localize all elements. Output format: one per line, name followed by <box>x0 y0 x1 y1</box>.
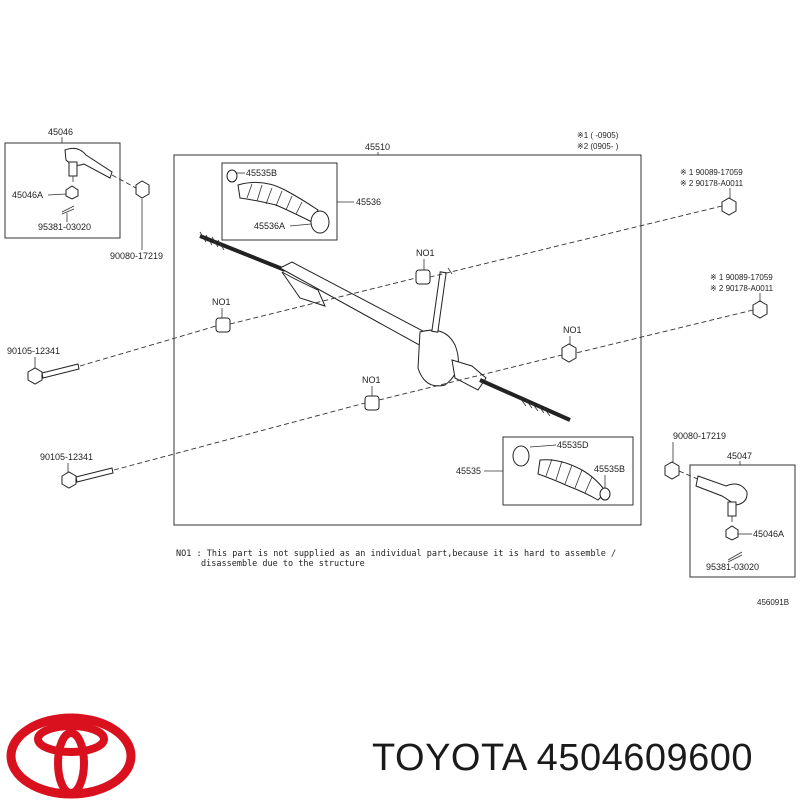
steering-rack <box>199 231 571 422</box>
cotter-pin-left <box>61 205 75 215</box>
grommet-right <box>664 461 680 480</box>
nut-right <box>725 525 739 541</box>
washer-nut-a <box>721 197 737 216</box>
footnote-line-2: disassemble due to the structure <box>201 559 365 569</box>
box-45047 <box>689 464 796 578</box>
clamp-top-2 <box>310 210 330 234</box>
label-no1-2: NO1 <box>212 297 231 307</box>
label-90080-right: 90080-17219 <box>673 431 726 441</box>
label-45536: 45536 <box>356 197 381 207</box>
label-45046A-left: 45046A <box>12 190 43 200</box>
label-45535: 45535 <box>456 466 481 476</box>
label-45535B-bottom: 45535B <box>594 464 625 474</box>
parts-diagram: 45510 ※1 ( -0905) ※2 (0905- ) 45046 4504… <box>4 127 796 607</box>
footnote-line-1: NO1 : This part is not supplied as an in… <box>176 549 616 559</box>
label-45046A-right: 45046A <box>753 529 784 539</box>
ref-a1: ※ 1 90089-17059 <box>680 168 743 177</box>
bolt-top <box>27 363 80 385</box>
washer-nut-b <box>752 300 768 319</box>
label-bolt-bottom: 90105-12341 <box>40 452 93 462</box>
no1-part-3 <box>561 343 577 363</box>
label-95381-right: 95381-03020 <box>706 562 759 572</box>
grommet-left <box>135 180 150 199</box>
label-45535D: 45535D <box>557 440 589 450</box>
toyota-logo-icon <box>6 713 136 799</box>
label-no1-4: NO1 <box>362 375 381 385</box>
tie-rod-end-right <box>695 475 748 522</box>
box-boot-top <box>221 162 338 241</box>
label-90080-left: 90080-17219 <box>110 251 163 261</box>
nut-left <box>65 185 79 200</box>
label-no1-3: NO1 <box>563 325 582 335</box>
figure-ref: 456091B <box>757 598 789 607</box>
no1-part-4 <box>364 395 380 411</box>
note-2: ※2 (0905- ) <box>577 142 619 151</box>
ref-b2: ※ 2 90178-A0011 <box>710 284 774 293</box>
clamp-d <box>512 445 530 467</box>
clamp-top <box>226 169 238 183</box>
boot-top <box>237 181 319 223</box>
tie-rod-end-left <box>64 147 113 182</box>
rack-frame <box>173 154 642 526</box>
cotter-pin-right <box>727 551 743 563</box>
brand-part-number: TOYOTA 4504609600 <box>372 737 754 779</box>
label-bolt-top: 90105-12341 <box>7 346 60 356</box>
label-45047: 45047 <box>727 451 752 461</box>
no1-part-1 <box>415 269 431 285</box>
bolt-bottom <box>61 467 114 489</box>
boot-bottom <box>537 458 607 501</box>
note-1: ※1 ( -0905) <box>577 131 619 140</box>
box-45046 <box>4 142 121 239</box>
ref-a2: ※ 2 90178-A0011 <box>680 179 744 188</box>
label-no1-1: NO1 <box>416 248 435 258</box>
clamp-b-bottom <box>599 487 611 501</box>
label-95381-left: 95381-03020 <box>38 222 91 232</box>
no1-part-2 <box>215 317 231 333</box>
label-45535B-top: 45535B <box>246 168 277 178</box>
label-45046: 45046 <box>48 127 73 137</box>
label-45510: 45510 <box>365 142 390 152</box>
ref-b1: ※ 1 90089-17059 <box>710 273 773 282</box>
label-45536A: 45536A <box>254 221 285 231</box>
